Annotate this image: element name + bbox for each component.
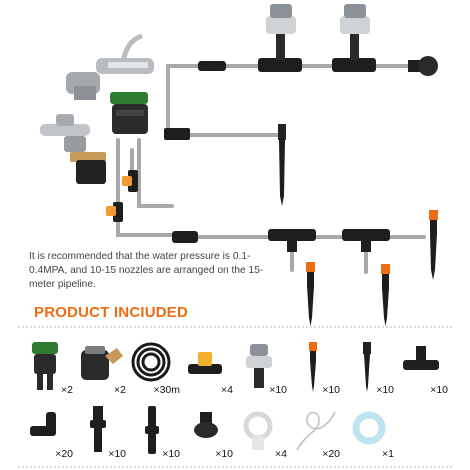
product-item: ×10 [343, 338, 396, 398]
faucet-icon [66, 33, 154, 134]
tee-mid-icon [164, 128, 190, 140]
coupler-icon [198, 61, 226, 71]
product-qty: ×10 [322, 384, 340, 396]
dripper-low-2-icon [381, 264, 390, 326]
tee-low-1-icon [268, 229, 316, 252]
product-item: ×10 [397, 338, 450, 398]
pipe-network [116, 64, 426, 274]
product-qty: ×10 [430, 384, 448, 396]
end-plug-icon [194, 412, 218, 438]
valve-1-icon [122, 170, 138, 192]
cable-tie-icon [296, 411, 336, 451]
valve-2-icon [106, 202, 123, 222]
product-qty: ×4 [221, 384, 233, 396]
water-pressure-note: It is recommended that the water pressur… [29, 251, 264, 290]
product-item: ×10 [236, 338, 289, 398]
coupler-low-icon [172, 231, 198, 243]
product-item: ×20 [22, 402, 75, 462]
seal-ring-icon [352, 411, 386, 445]
dripper-low-1-icon [306, 262, 315, 326]
end-plug-diagram-icon [408, 56, 438, 76]
product-item: ×10 [129, 402, 182, 462]
hose-connector-icon [81, 346, 123, 380]
product-item: ×4 [236, 402, 289, 462]
product-qty: ×4 [275, 448, 287, 460]
product-item: ×20 [289, 402, 342, 462]
pipe-clip-icon [243, 411, 273, 450]
sprinkler-head-icon [246, 344, 272, 388]
product-qty: ×10 [269, 384, 287, 396]
product-qty: ×10 [376, 384, 394, 396]
product-qty: ×10 [215, 448, 233, 460]
product-item: ×10 [75, 402, 128, 462]
product-qty: ×20 [322, 448, 340, 460]
product-item: ×30m [129, 338, 182, 398]
product-qty: ×10 [162, 448, 180, 460]
product-item: ×10 [289, 338, 342, 398]
inline-valve-icon [188, 352, 222, 374]
product-item: ×1 [343, 402, 396, 462]
product-qty: ×30m [153, 384, 180, 396]
dripper-right-icon [429, 210, 438, 280]
stake-mid-icon [278, 124, 286, 206]
product-grid: ×2 ×2 ×30m ×4 ×10 [22, 338, 450, 466]
adjustable-dripper-icon [309, 342, 317, 392]
tee-connector-icon [403, 346, 439, 370]
product-item: ×2 [22, 338, 75, 398]
divider-bottom [18, 466, 452, 468]
product-item: ×10 [182, 402, 235, 462]
product-qty: ×20 [55, 448, 73, 460]
product-item: ×4 [182, 338, 235, 398]
divider-top [18, 326, 452, 328]
elbow-connector-icon [30, 412, 56, 436]
product-qty: ×2 [114, 384, 126, 396]
product-qty: ×10 [108, 448, 126, 460]
straight-coupler-icon [145, 406, 159, 454]
hose-coil-icon [131, 342, 171, 382]
riser-connector-icon [90, 406, 106, 452]
product-qty: ×2 [61, 384, 73, 396]
faucet-small-icon [40, 114, 106, 184]
product-qty: ×1 [382, 448, 394, 460]
tee-sprinkler-1-icon [258, 4, 302, 72]
product-item: ×2 [75, 338, 128, 398]
tee-low-2-icon [342, 229, 390, 252]
tap-adapter-icon [32, 342, 58, 390]
product-included-heading: PRODUCT INCIUDED [34, 304, 189, 321]
tee-sprinkler-2-icon [332, 4, 376, 72]
drip-stake-icon [363, 342, 371, 392]
